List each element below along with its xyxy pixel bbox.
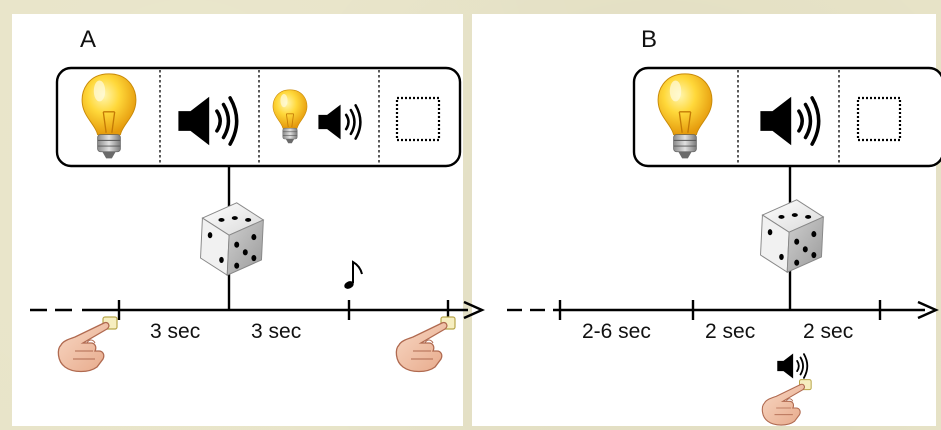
panel-b: [507, 66, 941, 426]
die-icon: [200, 202, 264, 276]
music-note-icon: [344, 260, 363, 289]
timeline-arrowhead: [463, 300, 485, 320]
time-label-b-1: 2-6 sec: [582, 320, 651, 343]
panel-a-label: A: [80, 26, 97, 53]
die-icon: [760, 199, 824, 273]
time-label-b-2: 2 sec: [705, 320, 756, 343]
time-label-b-3: 2 sec: [803, 320, 854, 343]
hand-press-icon: [395, 316, 456, 373]
panel-b-label: B: [641, 26, 658, 53]
speaker-icon: [776, 352, 809, 380]
empty-square-icon: [395, 96, 441, 142]
time-label-a-1: 3 sec: [150, 320, 201, 343]
timeline-arrowhead: [917, 300, 939, 320]
time-label-a-2: 3 sec: [251, 320, 302, 343]
panel-a: [30, 66, 485, 373]
hand-press-icon: [761, 379, 812, 426]
hand-press-icon: [57, 316, 118, 373]
empty-square-icon: [856, 96, 902, 142]
